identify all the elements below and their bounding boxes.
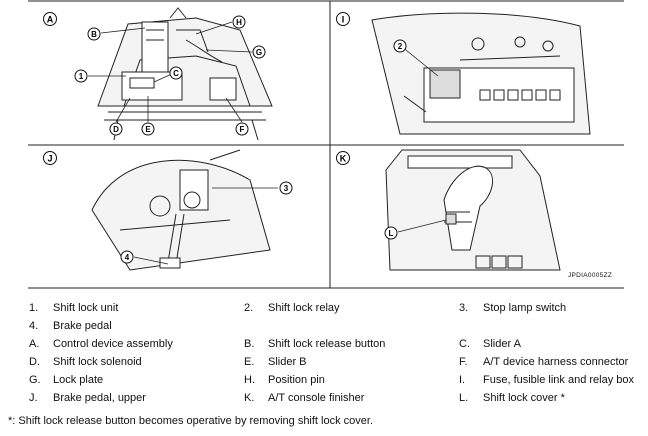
callout-2: 2 — [393, 39, 407, 53]
callout-c: C — [169, 66, 183, 80]
panel-k-drawing — [385, 149, 561, 271]
svg-text:3: 3 — [284, 184, 289, 193]
panel-label-j: J — [47, 154, 52, 164]
svg-text:B: B — [91, 30, 97, 39]
svg-text:G: G — [256, 48, 262, 57]
panel-badge-k: K — [336, 151, 350, 165]
panel-label-a: A — [47, 15, 54, 25]
panel-badge-i: I — [336, 12, 350, 26]
callout-b: B — [87, 27, 101, 41]
panel-label-k: K — [340, 154, 347, 164]
fuse-row — [479, 89, 561, 101]
callout-g: G — [252, 45, 266, 59]
svg-text:C: C — [173, 69, 179, 78]
panel-a-drawing — [97, 7, 273, 141]
figure-code: JPDIA0005ZZ — [568, 272, 613, 279]
svg-text:E: E — [145, 125, 151, 134]
svg-text:4: 4 — [125, 253, 130, 262]
callout-e: E — [141, 122, 155, 136]
svg-text:F: F — [240, 125, 245, 134]
panel-badge-j: J — [43, 151, 57, 165]
callout-3: 3 — [279, 181, 293, 195]
svg-text:H: H — [236, 18, 242, 27]
footnote: *: Shift lock release button becomes ope… — [8, 415, 374, 427]
callout-4: 4 — [120, 250, 134, 264]
svg-text:1: 1 — [79, 72, 84, 81]
callout-f: F — [235, 122, 249, 136]
callout-d: D — [109, 122, 123, 136]
panel-grid — [28, 0, 624, 289]
svg-text:D: D — [113, 125, 119, 134]
panel-j-drawing — [91, 149, 271, 271]
svg-text:L: L — [389, 229, 394, 238]
svg-text:2: 2 — [398, 42, 403, 51]
panel-i-drawing — [371, 12, 591, 135]
callout-1: 1 — [74, 69, 88, 83]
panel-badge-a: A — [43, 12, 57, 26]
callout-h: H — [232, 15, 246, 29]
callout-l: L — [384, 226, 398, 240]
panel-label-i: I — [342, 15, 345, 25]
